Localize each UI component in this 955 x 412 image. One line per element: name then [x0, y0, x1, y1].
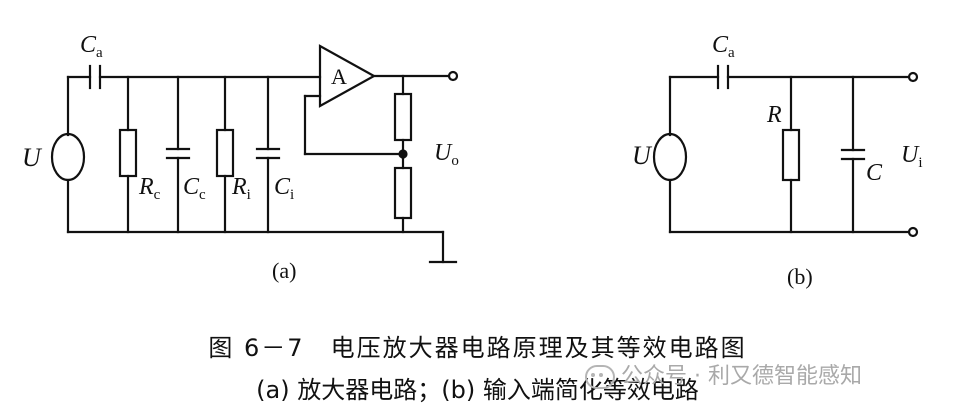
label-r: R [766, 102, 782, 128]
label-cc: Cc [183, 174, 206, 203]
label-diagram-a: (a) [272, 258, 296, 283]
diagram-b [652, 64, 919, 238]
label-ci: Ci [274, 174, 294, 203]
label-u-a: U [22, 143, 43, 172]
output-terminal-bottom-b [907, 226, 919, 238]
amplifier-triangle [318, 44, 377, 108]
resistor-rc [118, 75, 138, 234]
capacitor-ci [255, 75, 281, 234]
capacitor-c [840, 75, 866, 234]
caption-subtitle: (a) 放大器电路；(b) 输入端简化等效电路 [256, 376, 699, 404]
watermark: 公众号 · 利又德智能感知 [585, 358, 955, 390]
label-ui: Ui [901, 142, 923, 171]
feedback-node [398, 149, 408, 159]
label-ca-a: Ca [80, 32, 103, 61]
label-uo: Uo [434, 140, 459, 169]
diagram-a [50, 44, 459, 264]
voltage-source-u-a [50, 132, 86, 182]
label-rc: Rc [138, 174, 161, 203]
resistor-ri [215, 75, 235, 234]
output-terminal-top-b [907, 71, 919, 83]
label-ca-b: Ca [712, 32, 735, 61]
wechat-icon [585, 365, 615, 389]
label-diagram-b: (b) [787, 264, 813, 289]
capacitor-ca-a [88, 64, 102, 90]
label-c: C [866, 160, 883, 186]
capacitor-cc [165, 75, 191, 234]
feedback-divider [393, 74, 413, 234]
label-u-b: U [632, 141, 653, 170]
output-terminal-a [447, 70, 459, 82]
watermark-text: 公众号 · 利又德智能感知 [621, 364, 862, 389]
label-amp: A [331, 64, 347, 89]
caption-title: 图 6－7 电压放大器电路原理及其等效电路图 [208, 334, 747, 362]
capacitor-ca-b [716, 64, 730, 90]
label-ri: Ri [231, 174, 251, 203]
voltage-source-u-b [652, 132, 688, 182]
resistor-r [781, 75, 801, 234]
ground-symbol [428, 230, 458, 264]
